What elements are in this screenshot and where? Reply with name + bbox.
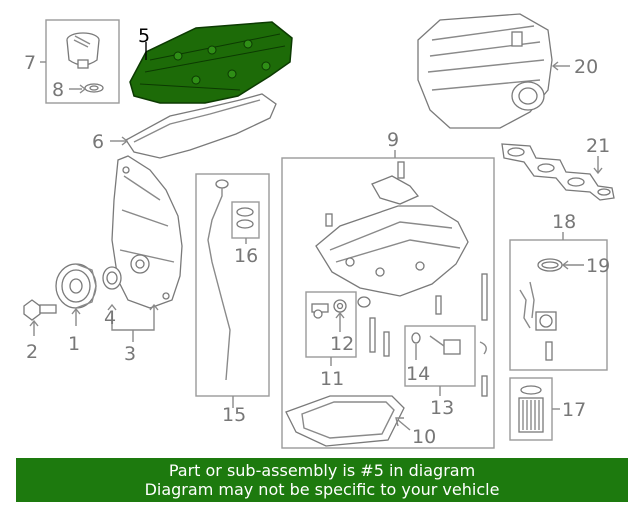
callout-3[interactable]: 3	[124, 343, 136, 365]
callout-2[interactable]: 2	[26, 341, 38, 363]
callout-14[interactable]: 14	[406, 363, 430, 385]
banner-line-1: Part or sub-assembly is #5 in diagram	[168, 461, 476, 480]
retaining-clip	[479, 341, 487, 355]
callout-12[interactable]: 12	[330, 333, 354, 355]
callout-1[interactable]: 1	[68, 333, 80, 355]
parts-diagram: 7 8 5 6 20 21	[23, 13, 615, 449]
callout-10[interactable]: 10	[412, 426, 436, 448]
callout-13[interactable]: 13	[430, 397, 454, 419]
callout-4[interactable]: 4	[104, 307, 116, 329]
oil-cooler	[519, 281, 557, 361]
lower-oil-pan	[285, 395, 405, 447]
valve-cover-gasket	[125, 93, 277, 159]
pan-dowel	[325, 213, 333, 227]
timing-cover	[111, 155, 183, 309]
oil-filler-cap	[66, 32, 100, 69]
oil-pump-pickup	[371, 161, 420, 205]
intake-manifold-gasket	[501, 143, 615, 201]
intake-manifold	[417, 13, 553, 129]
crankshaft-pulley	[55, 263, 97, 309]
callout-21[interactable]: 21	[586, 135, 610, 157]
oil-cap-seal	[84, 83, 104, 93]
crank-pulley-bolt	[23, 299, 57, 321]
banner-line-2: Diagram may not be specific to your vehi…	[144, 480, 500, 499]
callout-17[interactable]: 17	[562, 399, 586, 421]
callout-7[interactable]: 7	[24, 52, 36, 74]
sensor-seal	[333, 299, 347, 313]
callout-20[interactable]: 20	[574, 56, 598, 78]
callout-15[interactable]: 15	[222, 404, 246, 426]
oil-cooler-seal	[537, 258, 563, 272]
valve-cover-highlighted[interactable]	[129, 21, 293, 104]
callout-16[interactable]: 16	[234, 245, 258, 267]
part-info-banner: Part or sub-assembly is #5 in diagram Di…	[16, 458, 628, 502]
callout-5[interactable]: 5	[138, 25, 150, 47]
callout-11[interactable]: 11	[320, 368, 344, 390]
upper-oil-pan	[315, 205, 469, 297]
oil-filter	[518, 385, 544, 433]
front-crank-seal	[102, 266, 122, 290]
oil-pan-group-box	[281, 157, 495, 449]
oil-level-sensor	[311, 303, 329, 319]
callout-18[interactable]: 18	[552, 211, 576, 233]
oil-dipstick	[207, 179, 231, 381]
drain-plug-gasket	[411, 332, 421, 344]
callout-9[interactable]: 9	[387, 129, 399, 151]
callout-6[interactable]: 6	[92, 131, 104, 153]
callout-8[interactable]: 8	[52, 79, 64, 101]
oil-cooler-group-box	[509, 239, 608, 371]
oil-drain-plug	[429, 335, 461, 355]
oil-pan-bolts	[357, 273, 488, 397]
callout-19[interactable]: 19	[586, 255, 610, 277]
dipstick-o-rings	[236, 207, 254, 229]
